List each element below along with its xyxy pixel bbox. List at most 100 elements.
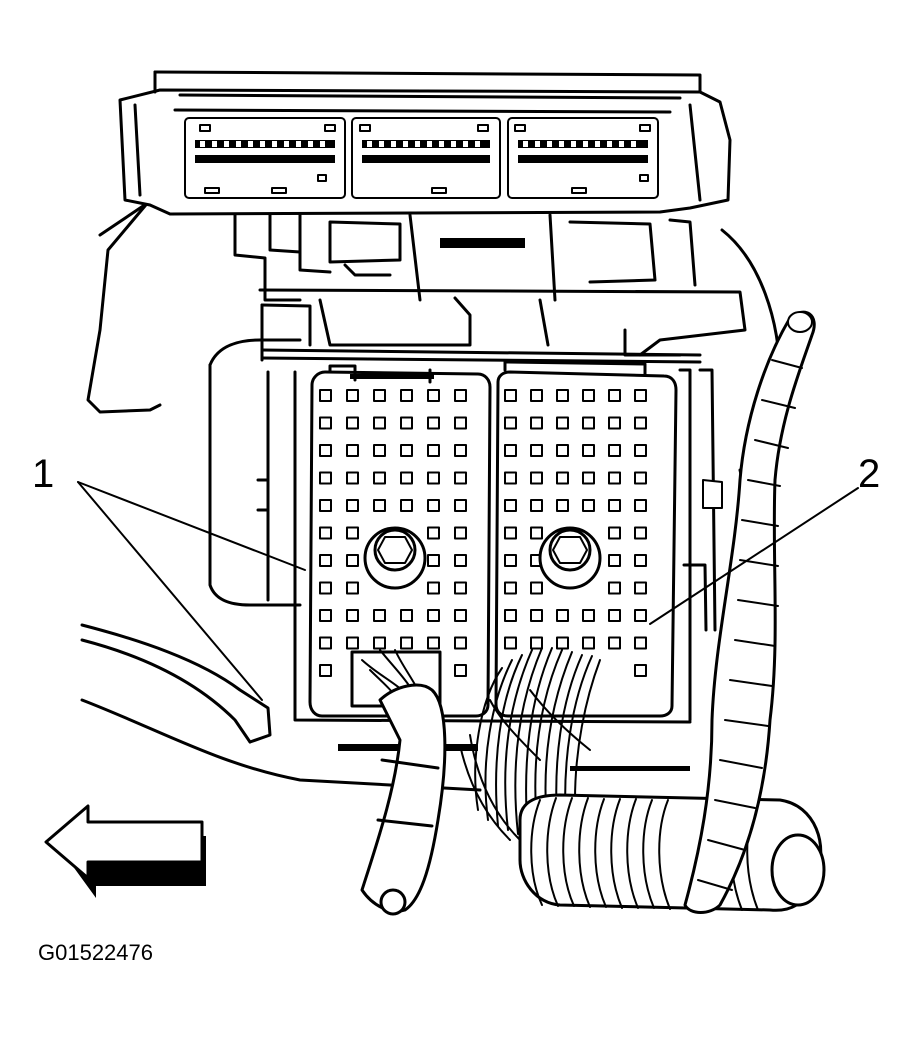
callout-1: 1 <box>32 452 54 496</box>
connector-pin <box>400 609 413 622</box>
connector-pin <box>454 444 467 457</box>
connector-pin <box>454 389 467 402</box>
connector-pin <box>634 636 647 650</box>
connector-pin <box>427 471 440 485</box>
connector-pin <box>504 499 517 512</box>
connector-pin <box>346 526 359 540</box>
connector-pin <box>346 609 359 622</box>
connector-pin <box>319 444 332 457</box>
connector-pin <box>556 499 569 512</box>
connector-pin <box>582 471 595 485</box>
connector-pin <box>454 471 467 485</box>
connector-pin <box>530 444 543 457</box>
connector-pin <box>427 554 440 567</box>
connector-pin <box>556 444 569 457</box>
connector-pin <box>454 581 467 595</box>
connector-pin <box>582 609 595 622</box>
connector-pin <box>634 416 647 430</box>
connector-pin <box>530 526 543 540</box>
connector-pin <box>608 471 621 485</box>
callout-2: 2 <box>858 452 880 496</box>
connector-pin <box>608 444 621 457</box>
connector-pin <box>346 416 359 430</box>
connector-pin <box>319 526 332 540</box>
connector-pin <box>582 636 595 650</box>
connector-pin <box>530 609 543 622</box>
connector-pin <box>454 664 467 677</box>
connector-pin <box>346 636 359 650</box>
connector-pin <box>346 581 359 595</box>
connector-pin <box>319 499 332 512</box>
mounting-bracket <box>233 213 747 364</box>
connector-pin <box>454 526 467 540</box>
connector-pin <box>319 471 332 485</box>
connector-pin <box>373 636 386 650</box>
connector-pin <box>504 416 517 430</box>
connector-pin <box>582 416 595 430</box>
connector-pin <box>608 581 621 595</box>
connector-pin <box>373 471 386 485</box>
connector-pin <box>634 554 647 567</box>
connector-pin <box>530 636 543 650</box>
connector-pin <box>427 636 440 650</box>
connector-pin <box>634 526 647 540</box>
connector-pin <box>504 581 517 595</box>
connector-pin <box>556 389 569 402</box>
connector-pin <box>504 389 517 402</box>
connector-pin <box>319 664 332 677</box>
connector-pin <box>400 471 413 485</box>
connector-pin <box>400 416 413 430</box>
connector-pin <box>346 471 359 485</box>
connector-pin <box>582 444 595 457</box>
connector-pin <box>319 554 332 567</box>
connector-pin <box>504 471 517 485</box>
connector-pin <box>346 499 359 512</box>
ecm-module <box>118 70 732 216</box>
connector-pin <box>504 526 517 540</box>
connector-pin <box>427 389 440 402</box>
connector-pin <box>634 581 647 595</box>
connector-pin <box>454 499 467 512</box>
connector-pin <box>634 664 647 677</box>
connector-pin <box>530 499 543 512</box>
connector-pin <box>373 416 386 430</box>
connector-pin <box>634 471 647 485</box>
connector-pin <box>373 444 386 457</box>
connector-pin <box>608 554 621 567</box>
connector-pin <box>400 499 413 512</box>
connector-pin <box>373 609 386 622</box>
connector-pin <box>582 389 595 402</box>
connector-pin <box>582 499 595 512</box>
figure-id: G01522476 <box>38 940 153 965</box>
connector-pin <box>530 471 543 485</box>
connector-pin <box>319 416 332 430</box>
connector-pin <box>504 444 517 457</box>
connector-pin <box>608 499 621 512</box>
connector-pin <box>454 416 467 430</box>
spiral-sleeve <box>683 310 816 914</box>
connector-pin <box>556 609 569 622</box>
connector-pin <box>427 499 440 512</box>
connector-pin <box>530 581 543 595</box>
connector-pin <box>373 499 386 512</box>
connector-pin <box>454 609 467 622</box>
connector-2 <box>494 360 678 718</box>
connector-pin <box>634 609 647 622</box>
leader-lines <box>77 481 859 701</box>
connector-pin <box>400 636 413 650</box>
connector-pin <box>634 499 647 512</box>
connector-pin <box>504 554 517 567</box>
connector-pin <box>427 609 440 622</box>
connector-pin <box>454 636 467 650</box>
connector-pin <box>319 581 332 595</box>
connector-pin <box>427 416 440 430</box>
connector-pin <box>373 389 386 402</box>
connector-pin <box>530 389 543 402</box>
connector-pin <box>634 444 647 457</box>
connector-pin <box>504 636 517 650</box>
connector-pin <box>346 389 359 402</box>
connector-pin <box>556 636 569 650</box>
connector-pin <box>427 526 440 540</box>
direction-arrow <box>44 804 206 898</box>
